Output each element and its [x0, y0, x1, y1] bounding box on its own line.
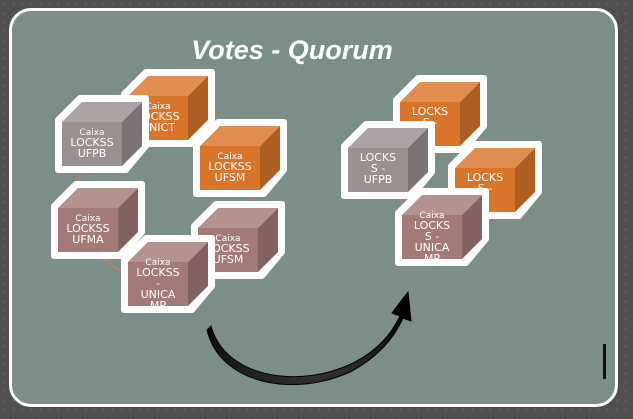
left-ring-node-label: -: [156, 277, 160, 290]
left-ring-node-label: LOCKSS: [206, 242, 249, 255]
left-ring-node-label: Caixa: [215, 234, 240, 244]
left-ring-node-label: Caixa: [217, 152, 242, 162]
left-ring-node-label: Caixa: [145, 258, 170, 268]
text-cursor-icon: [603, 344, 606, 379]
left-ring-node-label: LOCKSS: [208, 160, 251, 173]
left-ring-node-label: LOCKSS: [70, 136, 113, 149]
left-ring-node-label: Caixa: [145, 102, 170, 112]
left-ring-node-label: Caixa: [75, 214, 100, 224]
slide-title: Votes - Quorum: [191, 35, 393, 65]
curved-arrow-icon: [206, 290, 412, 386]
right-ring-node-label: S -: [425, 230, 439, 243]
right-ring-node-label: LOCKS: [467, 171, 503, 184]
left-ring-node-label: UFSM: [215, 171, 246, 184]
left-ring-node-label: LOCKSS: [136, 266, 179, 279]
right-ring-node-label: S -: [371, 162, 385, 175]
left-ring-node-label: UFSM: [213, 253, 244, 266]
left-ring-node-label: UNICT: [141, 121, 175, 134]
right-ring-node-label: UFPB: [364, 173, 393, 186]
left-ring-node-label: LOCKSS: [66, 222, 109, 235]
left-ring: CaixaLOCKSSUNICTCaixaLOCKSSUFSMCaixaLOCK…: [51, 69, 287, 313]
right-ring-node: LOCKSS -UFPB: [341, 121, 435, 199]
right-ring-node-label: LOCKS: [412, 105, 448, 118]
right-ring-node-label: UNICA: [415, 241, 450, 254]
left-ring-node-label: UFMA: [72, 233, 104, 246]
right-ring-node-label: LOCKS: [414, 219, 450, 232]
left-ring-node-label: UFPB: [78, 147, 107, 160]
left-ring-node-label: MP: [150, 299, 166, 312]
left-ring-node-label: Caixa: [79, 128, 104, 138]
right-ring-node-label: LOCKS: [360, 151, 396, 164]
right-ring-node-label: Caixa: [419, 211, 444, 221]
right-ring-node-label: MP: [424, 252, 440, 265]
left-ring-node-label: UNICA: [141, 288, 176, 301]
